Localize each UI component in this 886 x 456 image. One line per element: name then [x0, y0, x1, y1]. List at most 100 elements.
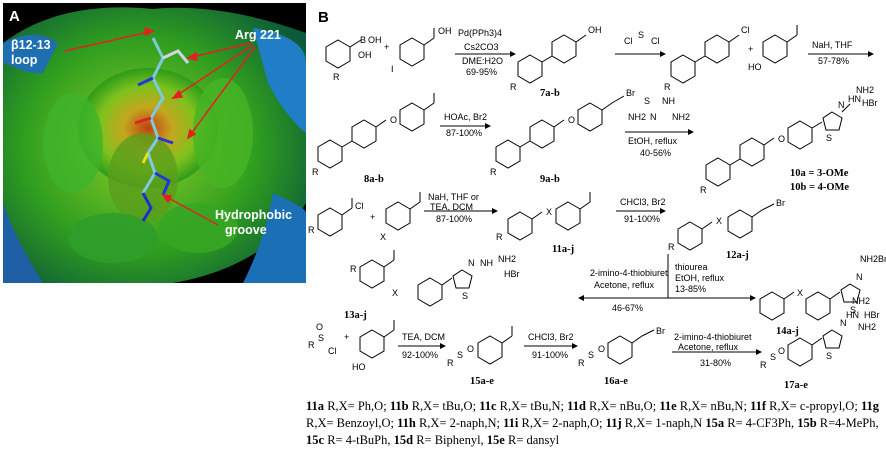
svg-text:X: X: [797, 288, 803, 298]
svg-text:NH2: NH2: [672, 112, 690, 122]
svg-text:I: I: [391, 64, 394, 74]
arg221-label: Arg 221: [235, 28, 281, 42]
svg-text:NH2: NH2: [858, 322, 876, 332]
svg-text:S: S: [770, 352, 776, 362]
compound-16: R S O Br 16a-e: [578, 326, 665, 387]
legend-id: 15b: [797, 416, 817, 430]
legend-entry: 11j R,X= 1-naph,N: [606, 416, 706, 430]
svg-text:14a-j: 14a-j: [776, 326, 799, 337]
legend-id: 11j: [605, 416, 622, 430]
svg-text:NH2: NH2: [628, 112, 646, 122]
svg-text:Cl: Cl: [624, 36, 633, 46]
legend-text: R,X= c-propyl,O;: [766, 399, 861, 413]
svg-text:O: O: [316, 322, 323, 332]
svg-text:Cl: Cl: [355, 201, 364, 211]
phenylboronic-acid: B OH OH R: [325, 35, 382, 82]
reagent-r3-0: HOAc, Br2: [444, 112, 487, 122]
svg-text:HBr: HBr: [504, 269, 520, 279]
legend-text: R= 4-tBuPh,: [324, 433, 394, 447]
svg-text:13a-j: 13a-j: [344, 310, 367, 321]
reagent-r6-1: 91-100%: [624, 214, 660, 224]
reagent-r7-0: 2-imino-4-thiobiuret: [590, 268, 668, 278]
svg-text:Br: Br: [626, 88, 635, 98]
svg-text:NH2: NH2: [852, 296, 870, 306]
thiobiuret-reagent: S NH NH2 N NH2: [628, 96, 690, 122]
legend-id: 15e: [486, 433, 505, 447]
svg-text:OH: OH: [588, 25, 602, 35]
annotation-arrows: [64, 26, 256, 226]
svg-text:NH: NH: [662, 96, 675, 106]
legend-text: R= dansyl: [504, 433, 560, 447]
legend-entry: 11d R,X= nBu,O;: [567, 399, 659, 413]
svg-text:N: N: [838, 100, 845, 110]
reagent-r1-3: 69-95%: [466, 67, 497, 77]
legend-entry: 11g R,X= Benzoyl,O;: [306, 399, 879, 430]
reagent-r8-2: 13-85%: [675, 284, 706, 294]
legend-entry: 15a R= 4-CF3Ph,: [705, 416, 797, 430]
legend-entry: 11h R,X= 2-naph,N;: [397, 416, 503, 430]
svg-text:10a = 3-OMe: 10a = 3-OMe: [790, 168, 849, 179]
reagent-r5-1: TEA, DCM: [430, 202, 473, 212]
svg-text:N: N: [840, 318, 847, 328]
svg-text:S: S: [457, 350, 463, 360]
synthesis-scheme: B B OH OH R + OH I Pd(PPh3)4 Cs2CO3 DME:…: [308, 9, 886, 391]
svg-text:S: S: [588, 350, 594, 360]
reagent-r1-1: Cs2CO3: [464, 42, 499, 52]
svg-text:O: O: [778, 134, 785, 144]
svg-text:X: X: [546, 207, 552, 217]
svg-text:15a-e: 15a-e: [470, 376, 494, 387]
plus-sign: +: [384, 42, 389, 52]
svg-text:Cl: Cl: [741, 25, 750, 35]
svg-text:R: R: [578, 358, 585, 368]
legend-id: 15c: [306, 433, 325, 447]
legend-id: 11h: [397, 416, 416, 430]
legend-id: 11i: [503, 416, 519, 430]
legend-entry: 11e R,X= nBu,N;: [659, 399, 750, 413]
reagent-r10-1: 91-100%: [532, 350, 568, 360]
legend-id: 11b: [389, 399, 409, 413]
svg-text:HO: HO: [748, 62, 762, 72]
svg-text:HN: HN: [846, 310, 859, 320]
svg-text:S: S: [462, 291, 468, 301]
svg-text:OH: OH: [358, 50, 372, 60]
legend-entry: 11f R,X= c-propyl,O;: [750, 399, 861, 413]
svg-text:R: R: [496, 232, 503, 242]
svg-text:8a-b: 8a-b: [364, 174, 384, 185]
reagent-r1-2: DME:H2O: [462, 56, 503, 66]
svg-text:R: R: [510, 82, 517, 92]
legend-id: 11f: [750, 399, 767, 413]
svg-text:R: R: [700, 185, 707, 195]
svg-text:OH: OH: [438, 26, 452, 36]
panel-b-label: B: [318, 9, 329, 26]
legend-entry: 15b R=4-MePh,: [797, 416, 878, 430]
svg-text:O: O: [467, 344, 474, 354]
legend-text: R,X= tBu,N;: [496, 399, 568, 413]
svg-text:NH2Br: NH2Br: [860, 254, 886, 264]
svg-text:10b = 4-OMe: 10b = 4-OMe: [790, 182, 849, 193]
svg-text:17a-e: 17a-e: [784, 380, 808, 391]
legend-id: 15a: [705, 416, 725, 430]
reagent-r8-0: thiourea: [675, 262, 708, 272]
legend-id: 15d: [393, 433, 414, 447]
reagent-r4-0: EtOH, reflux: [628, 136, 678, 146]
svg-text:N: N: [468, 258, 475, 268]
reagent-r11-0: 2-imino-4-thiobiuret: [674, 332, 752, 342]
compound-7: OH R 7a-b: [510, 25, 602, 99]
reagent-r2-1: 57-78%: [818, 56, 849, 66]
svg-text:R: R: [447, 358, 454, 368]
hydroxyacetophenone-2: HO: [352, 320, 395, 372]
svg-text:11a-j: 11a-j: [552, 244, 574, 255]
svg-text:O: O: [568, 115, 575, 125]
svg-text:NH: NH: [480, 258, 493, 268]
svg-text:N: N: [856, 272, 863, 282]
svg-text:R: R: [308, 340, 315, 350]
reagent-r8-1: EtOH, reflux: [675, 273, 725, 283]
svg-text:N: N: [650, 112, 657, 122]
thionyl-chloride: Cl S Cl: [624, 30, 660, 46]
legend-entry: 11a R,X= Ph,O;: [306, 399, 390, 413]
svg-text:R: R: [312, 167, 319, 177]
legend-id: 11d: [567, 399, 586, 413]
compound-8: O R 8a-b: [312, 93, 435, 185]
